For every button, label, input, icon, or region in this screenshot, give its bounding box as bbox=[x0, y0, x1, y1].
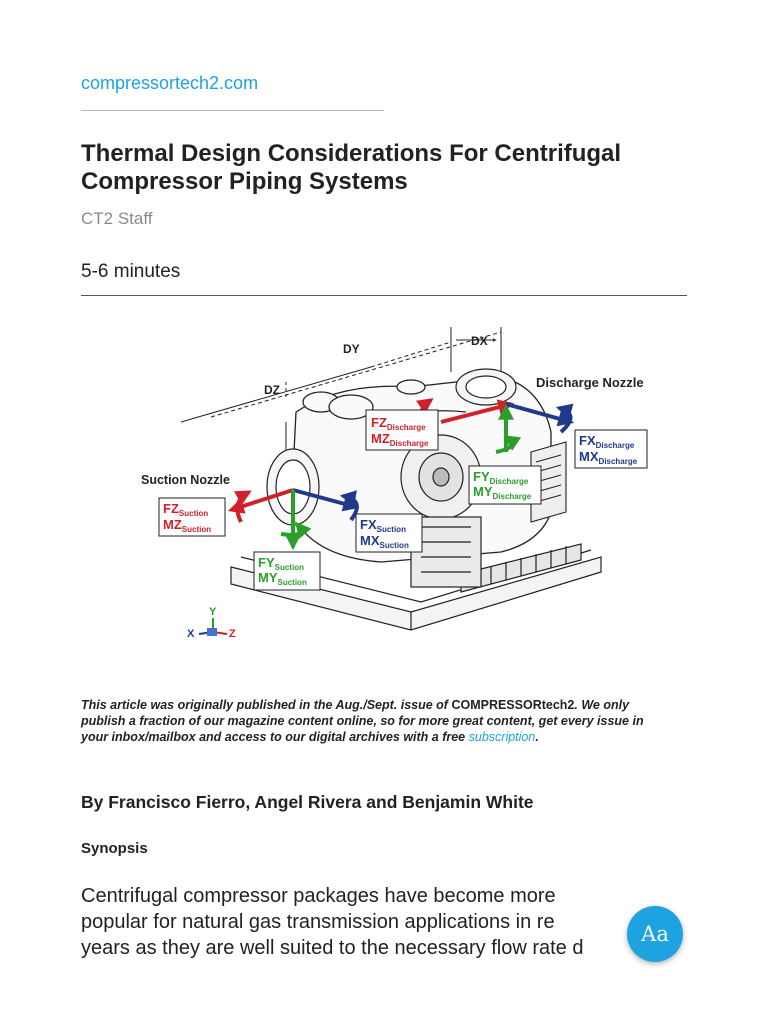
mz-suction-sub: Suction bbox=[182, 525, 211, 534]
reader-font-button[interactable]: Aa bbox=[627, 906, 683, 962]
fy-discharge-main: FY bbox=[473, 469, 490, 484]
body-paragraph: Centrifugal compressor packages have bec… bbox=[81, 885, 584, 959]
mz-discharge-main: MZ bbox=[371, 431, 390, 446]
mz-discharge-sub: Discharge bbox=[390, 439, 429, 448]
fx-discharge-sub: Discharge bbox=[596, 441, 635, 450]
fz-discharge-main: FZ bbox=[371, 415, 387, 430]
discharge-nozzle bbox=[455, 368, 517, 406]
note-magazine-name: COMPRESSORtech2 bbox=[451, 698, 575, 712]
fx-suction-main: FX bbox=[360, 517, 377, 532]
svg-text:MXSuction: MXSuction bbox=[360, 533, 409, 550]
dimension-lines bbox=[180, 327, 502, 472]
axis-triad: X Y Z bbox=[187, 606, 236, 640]
mx-suction-main: MX bbox=[360, 533, 380, 548]
svg-text:FYDischarge: FYDischarge bbox=[473, 469, 529, 486]
mx-suction-sub: Suction bbox=[380, 541, 409, 550]
fy-suction-sub: Suction bbox=[275, 563, 304, 572]
svg-text:FYSuction: FYSuction bbox=[258, 555, 304, 572]
fy-suction-main: FY bbox=[258, 555, 275, 570]
dim-dy-label: DY bbox=[343, 342, 360, 356]
svg-text:FXDischarge: FXDischarge bbox=[579, 433, 635, 450]
mx-discharge-sub: Discharge bbox=[599, 457, 638, 466]
my-suction-main: MY bbox=[258, 570, 278, 585]
my-suction-sub: Suction bbox=[278, 578, 307, 587]
fz-mz-discharge-box: FZDischarge MZDischarge bbox=[365, 409, 439, 451]
my-discharge-sub: Discharge bbox=[493, 492, 532, 501]
svg-text:MZSuction: MZSuction bbox=[163, 517, 211, 534]
suction-nozzle bbox=[266, 448, 320, 526]
discharge-nozzle-label: Discharge Nozzle bbox=[536, 375, 644, 390]
fy-my-suction-box: FYSuction MYSuction bbox=[253, 551, 321, 591]
originally-published-note: This article was originally published in… bbox=[81, 697, 661, 745]
article-author: CT2 Staff bbox=[81, 209, 153, 228]
svg-text:MZDischarge: MZDischarge bbox=[371, 431, 429, 448]
svg-text:MXDischarge: MXDischarge bbox=[579, 449, 638, 466]
compressor-diagram: DY DX DZ bbox=[141, 327, 648, 640]
axis-x-label: X bbox=[187, 628, 195, 640]
site-link[interactable]: compressortech2.com bbox=[81, 73, 259, 93]
byline: By Francisco Fierro, Angel Rivera and Be… bbox=[81, 792, 534, 812]
synopsis-heading: Synopsis bbox=[81, 840, 148, 857]
article-title: Thermal Design Considerations For Centri… bbox=[81, 140, 622, 195]
read-time: 5-6 minutes bbox=[81, 261, 181, 282]
suction-nozzle-label: Suction Nozzle bbox=[141, 473, 230, 487]
axis-z-label: Z bbox=[229, 628, 236, 640]
fx-suction-sub: Suction bbox=[377, 525, 406, 534]
dim-dz-label: DZ bbox=[264, 383, 280, 397]
svg-text:FZSuction: FZSuction bbox=[163, 501, 208, 518]
fz-mz-suction-box: FZSuction MZSuction bbox=[158, 497, 226, 537]
my-discharge-main: MY bbox=[473, 484, 493, 499]
fy-discharge-sub: Discharge bbox=[490, 477, 529, 486]
fz-discharge-sub: Discharge bbox=[387, 423, 426, 432]
note-part1: This article was originally published in… bbox=[81, 698, 452, 712]
svg-text:MYDischarge: MYDischarge bbox=[473, 484, 532, 501]
fx-mx-suction-box: FXSuction MXSuction bbox=[355, 513, 423, 553]
axis-y-label: Y bbox=[209, 606, 217, 618]
divider bbox=[81, 110, 384, 111]
fy-my-discharge-box: FYDischarge MYDischarge bbox=[468, 465, 542, 505]
note-part2: . We only publish a fraction of our maga… bbox=[81, 698, 644, 744]
suction-force-arrows bbox=[227, 488, 360, 551]
note-part3: . bbox=[535, 730, 539, 744]
fx-mx-discharge-box: FXDischarge MXDischarge bbox=[574, 429, 648, 469]
svg-text:MYSuction: MYSuction bbox=[258, 570, 307, 587]
fx-discharge-main: FX bbox=[579, 433, 596, 448]
svg-text:FZDischarge: FZDischarge bbox=[371, 415, 426, 432]
dim-dx-label: DX bbox=[471, 334, 488, 348]
fz-suction-sub: Suction bbox=[179, 509, 208, 518]
mz-suction-main: MZ bbox=[163, 517, 182, 532]
subscription-link[interactable]: subscription bbox=[468, 730, 536, 744]
divider bbox=[81, 295, 687, 296]
svg-text:FXSuction: FXSuction bbox=[360, 517, 406, 534]
drive-end bbox=[400, 434, 482, 588]
fz-suction-main: FZ bbox=[163, 501, 179, 516]
mx-discharge-main: MX bbox=[579, 449, 599, 464]
